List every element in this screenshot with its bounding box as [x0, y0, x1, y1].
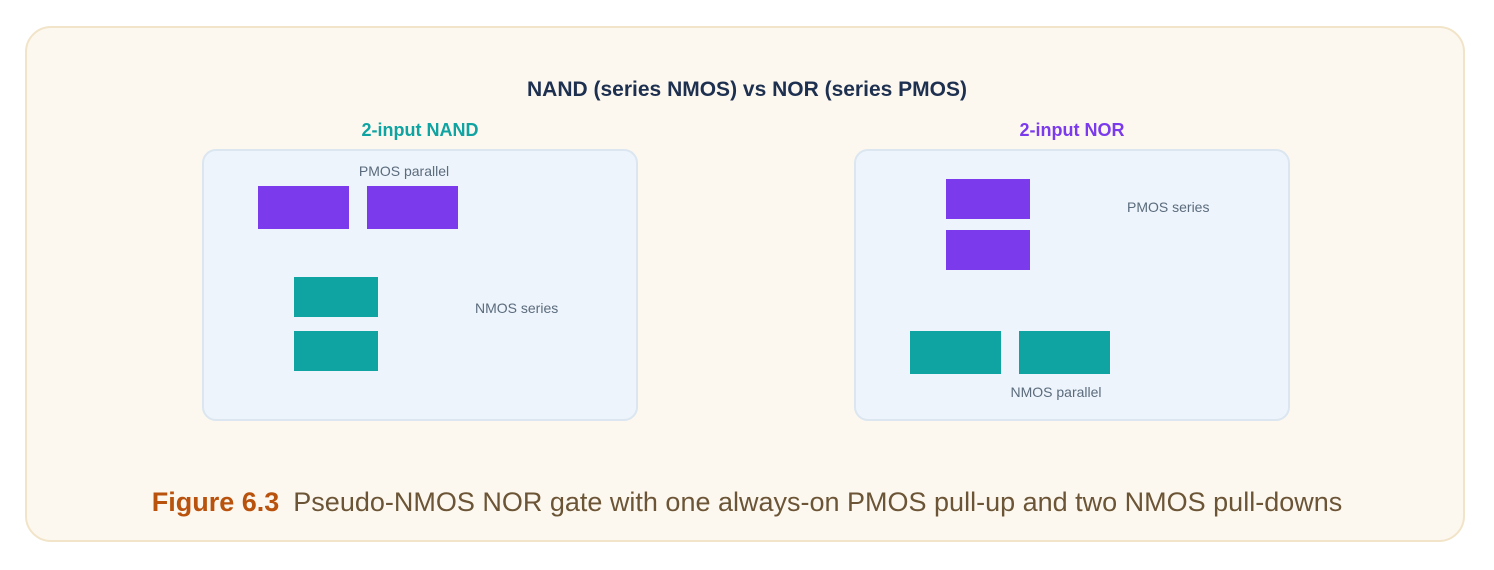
nor-pmos-transistor-a: [946, 179, 1030, 219]
nand-pmos-transistor-a: [258, 186, 349, 229]
nor-panel-title: 2-input NOR: [1019, 120, 1125, 140]
diagram-title: NAND (series NMOS) vs NOR (series PMOS): [527, 78, 967, 101]
nand-panel: PMOS parallel NMOS series: [202, 149, 638, 421]
figure-number: Figure 6.3: [151, 487, 280, 517]
nand-pmos-transistor-b: [367, 186, 458, 229]
nor-nmos-transistor-a: [910, 331, 1001, 374]
figure-caption: Figure 6.3 Pseudo-NMOS NOR gate with one …: [0, 487, 1494, 518]
nor-pmos-transistor-b: [946, 230, 1030, 270]
figure-caption-text: Pseudo-NMOS NOR gate with one always-on …: [293, 487, 1343, 517]
nand-nmos-transistor-a: [294, 277, 378, 317]
nor-nmos-label: NMOS parallel: [1010, 384, 1102, 400]
nor-panel: PMOS series NMOS parallel: [854, 149, 1290, 421]
nand-nmos-transistor-b: [294, 331, 378, 371]
nand-pmos-label: PMOS parallel: [358, 163, 450, 179]
nand-panel-title: 2-input NAND: [361, 120, 479, 140]
nor-pmos-label: PMOS series: [1127, 199, 1210, 215]
nor-nmos-transistor-b: [1019, 331, 1110, 374]
nand-nmos-label: NMOS series: [475, 300, 559, 316]
